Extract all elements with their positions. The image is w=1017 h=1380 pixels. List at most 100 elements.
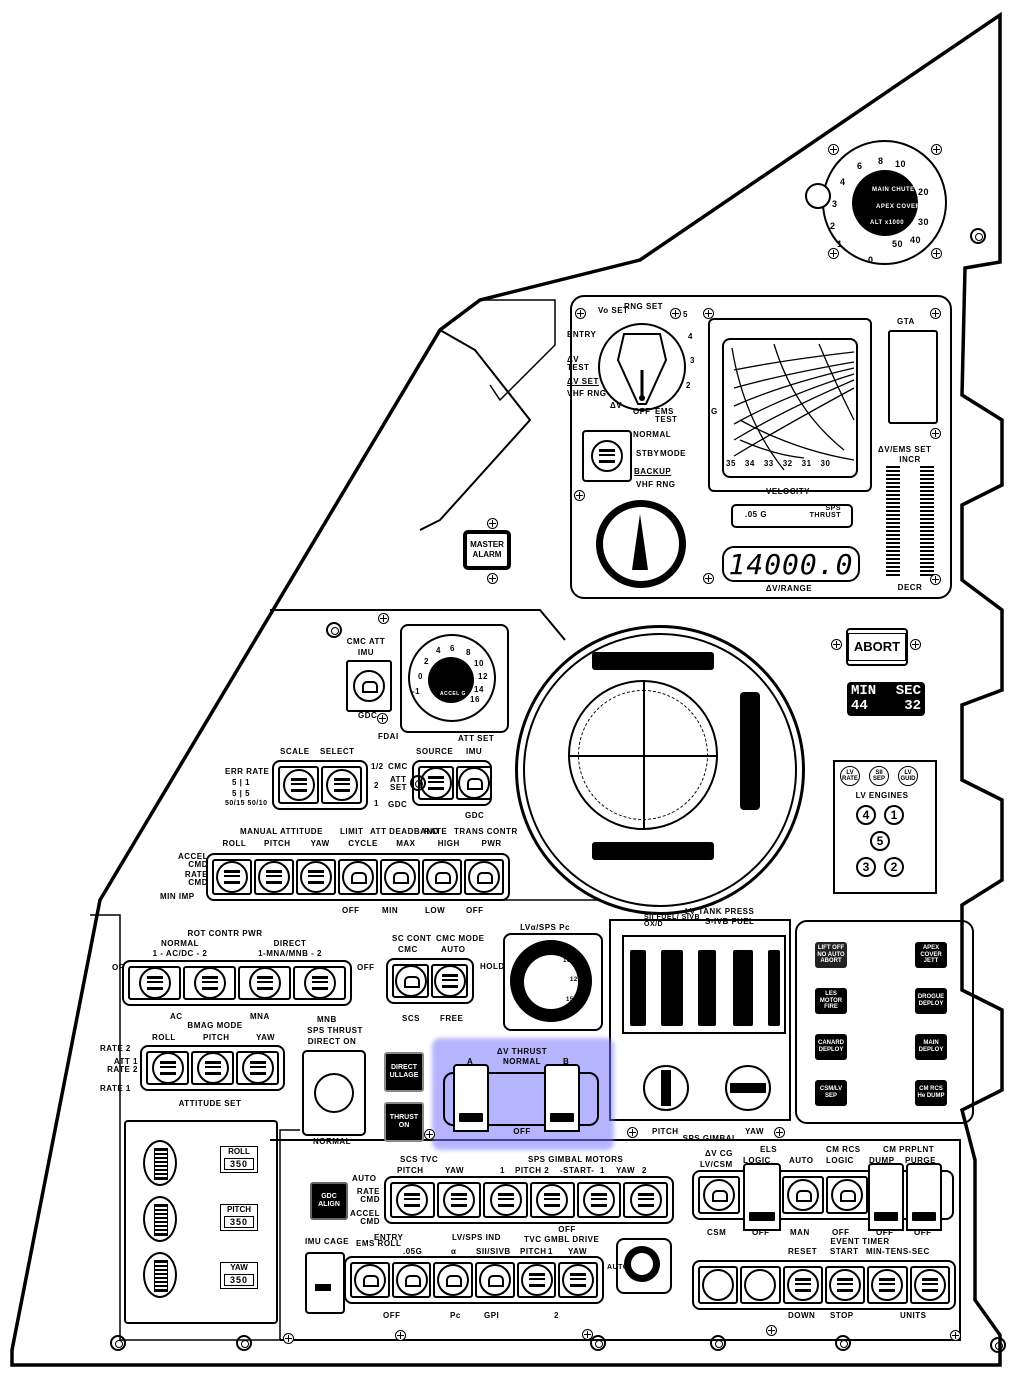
tvc-pitch-switch[interactable] (390, 1182, 435, 1218)
bmag-yaw-switch[interactable] (236, 1051, 279, 1085)
event-units-switch[interactable] (909, 1266, 950, 1304)
fdai-scale-switch[interactable] (278, 766, 319, 804)
les-motor-fire-button[interactable]: LES MOTOR FIRE (815, 988, 847, 1014)
rotation-control-receptacle[interactable] (624, 1246, 660, 1282)
els-auto-label: AUTO (789, 1156, 814, 1165)
cm-prplnt-dump-switch[interactable] (868, 1163, 904, 1231)
ems-mode-switch[interactable] (582, 430, 632, 482)
apex-cover-jett-button[interactable]: APEX COVER JETT (915, 942, 947, 968)
accel-g-gauge-frame (400, 624, 509, 733)
thrust-on-button[interactable]: THRUST ON (384, 1102, 424, 1142)
tvc-yaw-label: YAW (445, 1166, 464, 1175)
rate-switch[interactable] (422, 859, 462, 895)
event-min-switch[interactable] (867, 1266, 908, 1304)
ems-roll-switch[interactable] (350, 1262, 390, 1298)
lv-csm-label: LV/CSM (700, 1160, 733, 1169)
test-2-label: 2 (686, 381, 691, 390)
att-set-switch[interactable] (456, 766, 492, 800)
tvc-one-label: 1 (548, 1247, 553, 1256)
els-auto-switch[interactable] (782, 1176, 824, 1214)
motor-yaw-1-switch[interactable] (576, 1182, 622, 1218)
cmc-att-switch[interactable] (346, 660, 392, 712)
velocity-tick: 34 (744, 459, 755, 468)
sc-cont-switch[interactable] (392, 964, 429, 998)
test-5-label: 5 (683, 310, 688, 319)
motor-pitch-1-switch[interactable] (483, 1182, 529, 1218)
trans-contr-pwr-switch[interactable] (464, 859, 504, 895)
liftoff-no-auto-abort-button[interactable]: LIFT OFF NO AUTO ABORT (815, 942, 847, 968)
gdc-align-button[interactable]: GDC ALIGN (310, 1182, 348, 1220)
cm-prplnt-purge-switch[interactable] (906, 1163, 942, 1231)
rot-mnb-label: MNB (317, 1015, 337, 1024)
err-rate-row: 5 | 5 (232, 789, 251, 798)
motor-yaw-1-label: 1 (600, 1166, 605, 1175)
velocity-g-scroll-chart (731, 343, 855, 471)
src-cmc-label: CMC (388, 762, 408, 771)
rot-contr-pwr-group: ROT CONTR PWR (187, 929, 263, 938)
tvc-gmbl-yaw-switch[interactable] (558, 1262, 599, 1298)
rot-normal-2-switch[interactable] (183, 966, 236, 1000)
imu-cage-label: IMU CAGE (305, 1237, 349, 1246)
drogue-deploy-button[interactable]: DROGUE DEPLOY (915, 988, 947, 1014)
bmag-roll-switch[interactable] (146, 1051, 189, 1085)
altimeter-set-knob[interactable] (805, 183, 831, 209)
rot-direct-1-switch[interactable] (238, 966, 291, 1000)
dv-ems-set-slew-switch[interactable] (886, 466, 934, 576)
altimeter-tick: 2 (830, 221, 836, 231)
cm-rcs-he-dump-button[interactable]: CM RCS He DUMP (915, 1080, 947, 1106)
rot-normal-1-switch[interactable] (128, 966, 181, 1000)
motor-yaw-label: YAW (616, 1166, 635, 1175)
motor-pitch-2-switch[interactable] (530, 1182, 575, 1218)
bmag-roll-label: ROLL (152, 1033, 176, 1042)
limit-cycle-switch[interactable] (338, 859, 378, 895)
sps-thrust-direct-switch[interactable] (302, 1050, 366, 1136)
gta-cover[interactable] (888, 330, 938, 424)
sps-gimbal-label: SPS GIMBAL (682, 1134, 738, 1143)
event-timer-knob-1[interactable] (698, 1266, 739, 1304)
att-deadband-switch[interactable] (380, 859, 420, 895)
tvc-gmbl-pitch-switch[interactable] (516, 1262, 557, 1298)
accel-cmd-label: ACCEL CMD (177, 852, 208, 869)
rot-direct-label: DIRECT (273, 939, 307, 948)
pitch-thumbwheel[interactable] (143, 1196, 177, 1242)
manual-pitch-switch[interactable] (254, 859, 294, 895)
accel-tick: -1 (412, 687, 421, 696)
direct-ullage-button[interactable]: DIRECT ULLAGE (384, 1052, 424, 1092)
seq-label: CSM/LV SEP (819, 1086, 843, 1099)
entry-05g-switch[interactable] (391, 1262, 432, 1298)
sii-sivb-switch[interactable] (475, 1262, 515, 1298)
event-timer-knob-2[interactable] (740, 1266, 781, 1304)
lv-alpha-switch[interactable] (433, 1262, 474, 1298)
pc-tick: 0 (520, 997, 524, 1003)
tvc-yaw-switch[interactable] (436, 1182, 482, 1218)
yaw-thumbwheel[interactable] (143, 1252, 177, 1298)
main-deploy-button[interactable]: MAIN DEPLOY (915, 1034, 947, 1060)
incr-label: INCR (899, 455, 921, 464)
event-start-switch[interactable] (824, 1266, 866, 1304)
manual-roll-switch[interactable] (212, 859, 252, 895)
event-reset-switch[interactable] (782, 1266, 823, 1304)
altimeter-tick: 3 (832, 199, 838, 209)
dv-cg-switch[interactable] (698, 1176, 740, 1214)
imu-cage-switch[interactable] (305, 1252, 345, 1314)
sii-sep-lamp: SII SEP (869, 766, 889, 786)
gta-label: GTA (897, 317, 915, 326)
dv-thrust-b-switch[interactable] (544, 1064, 580, 1132)
dv-thrust-a-switch[interactable] (453, 1064, 489, 1132)
rot-direct-2-switch[interactable] (293, 966, 346, 1000)
canard-deploy-button[interactable]: CANARD DEPLOY (815, 1034, 847, 1060)
cmc-mode-switch[interactable] (431, 964, 468, 998)
manual-yaw-switch[interactable] (296, 859, 336, 895)
cm-rcs-logic-switch[interactable] (826, 1176, 868, 1214)
bmag-pitch-switch[interactable] (191, 1051, 234, 1085)
apex-cover-marker: APEX COVER (876, 204, 921, 210)
roll-thumbwheel[interactable] (143, 1140, 177, 1186)
fdai-select-switch[interactable] (321, 766, 362, 804)
event-timer-group: EVENT TIMER (830, 1237, 890, 1246)
motor-yaw-2-switch[interactable] (623, 1182, 669, 1218)
csm-lv-sep-button[interactable]: CSM/LV SEP (815, 1080, 847, 1106)
master-alarm-button[interactable]: MASTER ALARM (463, 530, 511, 570)
src-att-set-label: ATT SET (390, 775, 408, 792)
els-logic-switch[interactable] (743, 1163, 781, 1231)
